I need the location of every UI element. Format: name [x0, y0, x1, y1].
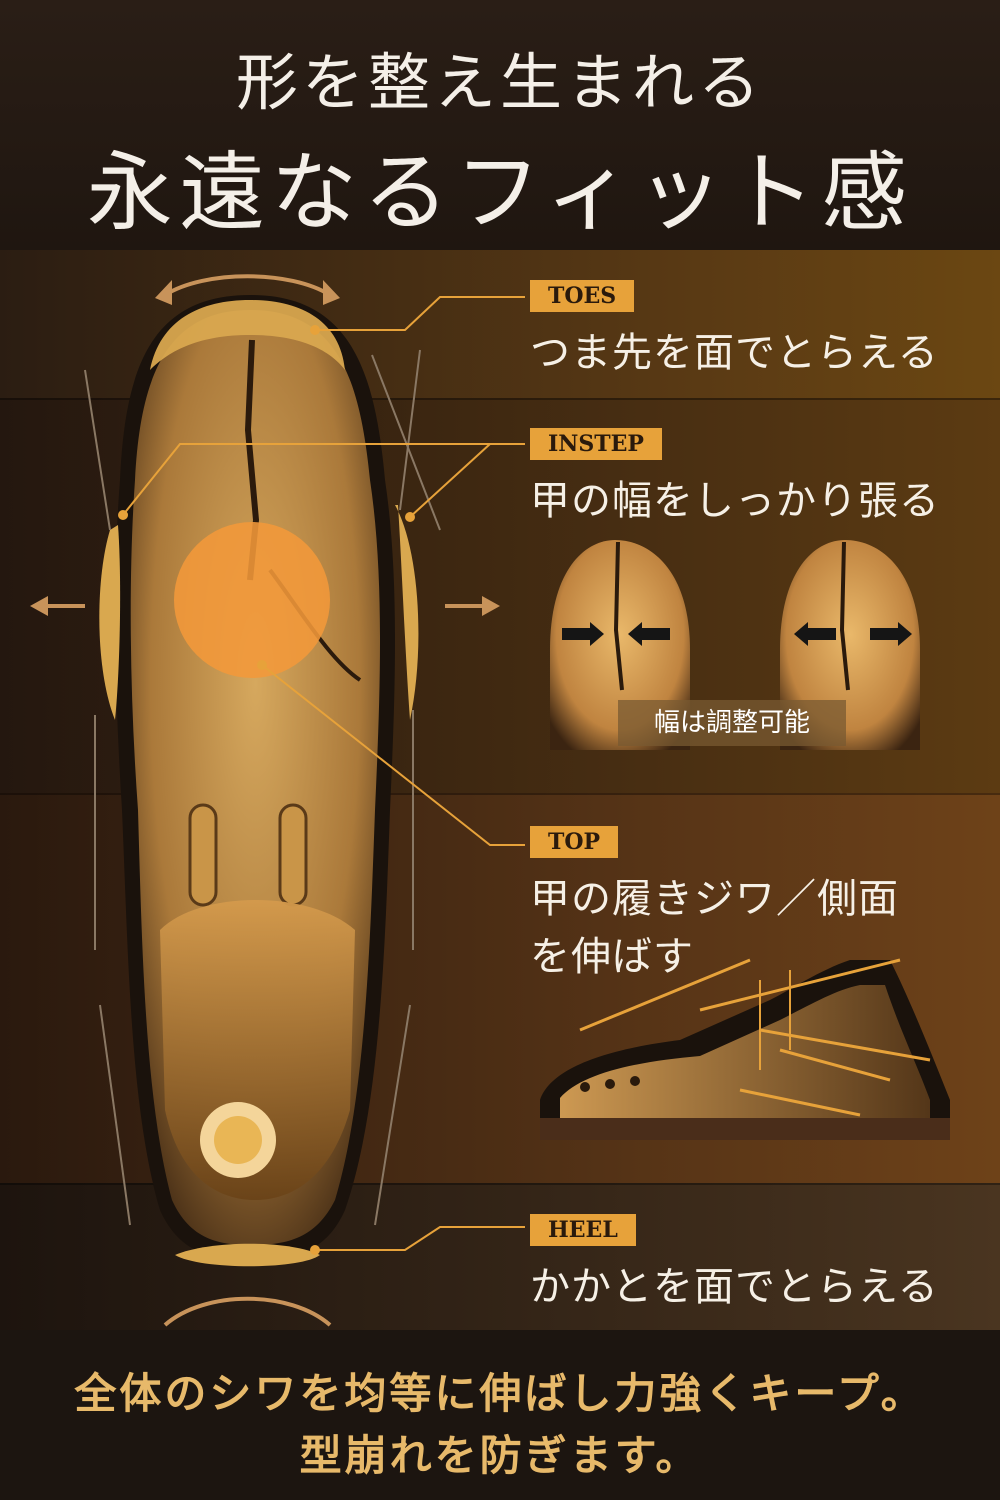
arrow-head-icon [155, 280, 172, 305]
footer-line2: 型崩れを防ぎます。 [299, 1431, 701, 1480]
toes-tag: TOES [530, 280, 635, 312]
shoe-tree-width-illustration [550, 540, 920, 750]
instep-tag: INSTEP [530, 428, 662, 460]
top-tag: TOP [530, 826, 619, 858]
arrow-right-icon [590, 622, 604, 646]
arrow-left-icon [794, 622, 808, 646]
footer-line1: 全体のシワを均等に伸ばし力強くキープ。 [74, 1369, 926, 1418]
arrow-left-icon [628, 622, 642, 646]
top-headline-line1: 甲の履きジワ／側面 [530, 876, 899, 922]
footer-banner: 全体のシワを均等に伸ばし力強くキープ。 型崩れを防ぎます。 [0, 1330, 1000, 1500]
headline-line2: 永遠なるフィット感 [86, 143, 914, 243]
shoe-side-view-illustration [540, 958, 950, 1140]
section-toes: TOES つま先を面でとらえる [530, 280, 939, 378]
divider [0, 1183, 1000, 1185]
heel-headline: かかとを面でとらえる [530, 1264, 939, 1310]
top-headline-line2: を伸ばす [530, 934, 694, 980]
header-banner: 形を整え生まれる 永遠なるフィット感 [0, 0, 1000, 250]
instep-headline: 甲の幅をしっかり張る [530, 478, 940, 524]
top-headline: 甲の履きジワ／側面 を伸ばす [530, 866, 899, 982]
toes-headline: つま先を面でとらえる [530, 330, 939, 376]
section-heel: HEEL かかとを面でとらえる [530, 1214, 939, 1312]
main-illustration-area [0, 250, 1000, 1330]
headline-line1: 形を整え生まれる [235, 46, 764, 119]
heel-tag: HEEL [530, 1214, 636, 1246]
section-instep: INSTEP 甲の幅をしっかり張る [530, 428, 940, 526]
width-adjustable-label: 幅は調整可能 [618, 700, 846, 746]
divider [0, 398, 1000, 400]
arrow-right-icon [898, 622, 912, 646]
shoe-top-view-illustration [30, 274, 500, 1327]
section-top: TOP 甲の履きジワ／側面 を伸ばす [530, 826, 899, 982]
